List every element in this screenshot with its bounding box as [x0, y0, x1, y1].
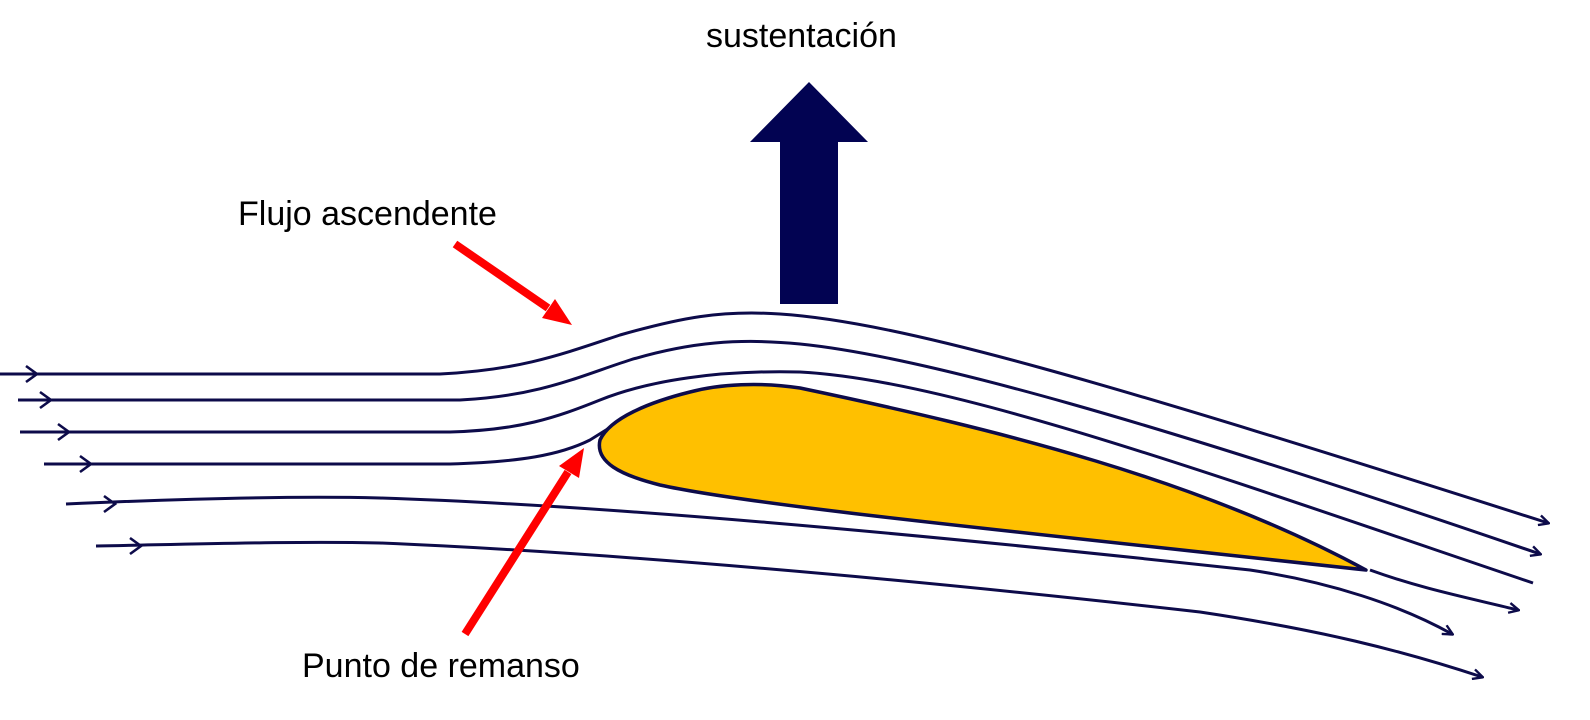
lift-arrow: [750, 82, 868, 304]
stagnation-point-label: Punto de remanso: [302, 647, 580, 685]
stagnation-pointer-head: [559, 448, 584, 478]
lift-label: sustentación: [706, 17, 897, 55]
streamline-5: [65, 495, 1452, 634]
airfoil: [597, 382, 1368, 572]
wake-streamline: [1369, 568, 1518, 610]
streamline-6: [95, 540, 1482, 677]
streamline-4: [44, 423, 615, 466]
flow-arrowhead-5: [103, 494, 118, 514]
upwash-pointer-shaft: [452, 240, 551, 312]
upwash-pointer-head: [542, 299, 572, 325]
streamline-2: [18, 339, 1540, 554]
flow-arrowhead-2: [39, 390, 54, 410]
streamline-1: [0, 311, 1548, 523]
upwash-label: Flujo ascendente: [238, 195, 497, 233]
flow-arrowhead-3: [57, 422, 72, 442]
streamline-3: [20, 370, 1534, 585]
flow-arrowhead-4: [79, 454, 94, 474]
flow-arrowhead-1: [25, 364, 40, 384]
flow-arrowhead-6: [129, 536, 144, 556]
stagnation-pointer-shaft: [461, 469, 572, 637]
